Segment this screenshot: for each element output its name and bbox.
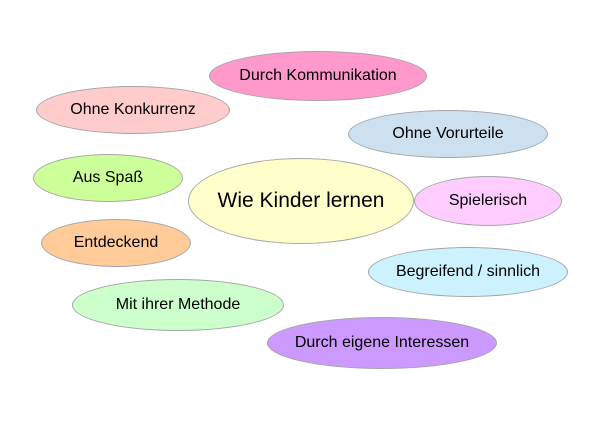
bubble-ohne-vorurteile: Ohne Vorurteile [348, 110, 548, 158]
bubble-durch-kommunikation: Durch Kommunikation [209, 51, 427, 101]
bubble-label: Durch Kommunikation [239, 67, 397, 85]
bubble-label: Durch eigene Interessen [294, 334, 470, 352]
bubble-label: Ohne Vorurteile [392, 125, 504, 143]
central-topic-bubble: Wie Kinder lernen [188, 158, 414, 244]
bubble-label: Mit ihrer Methode [115, 296, 241, 314]
bubble-label: Entdeckend [73, 234, 159, 252]
bubble-aus-spass: Aus Spaß [33, 154, 183, 202]
bubble-label: Ohne Konkurrenz [70, 101, 196, 119]
bubble-entdeckend: Entdeckend [41, 219, 191, 267]
bubble-label: Spielerisch [448, 192, 528, 210]
bubble-label: Begreifend / sinnlich [395, 263, 541, 281]
bubble-durch-eigene-interessen: Durch eigene Interessen [267, 317, 497, 369]
bubble-ohne-konkurrenz: Ohne Konkurrenz [36, 86, 230, 134]
bubble-label: Aus Spaß [72, 169, 144, 187]
bubble-mit-ihrer-methode: Mit ihrer Methode [72, 279, 284, 331]
central-topic-label: Wie Kinder lernen [217, 189, 385, 213]
bubble-begreifend-sinnlich: Begreifend / sinnlich [368, 247, 568, 297]
bubble-spielerisch: Spielerisch [414, 176, 562, 226]
